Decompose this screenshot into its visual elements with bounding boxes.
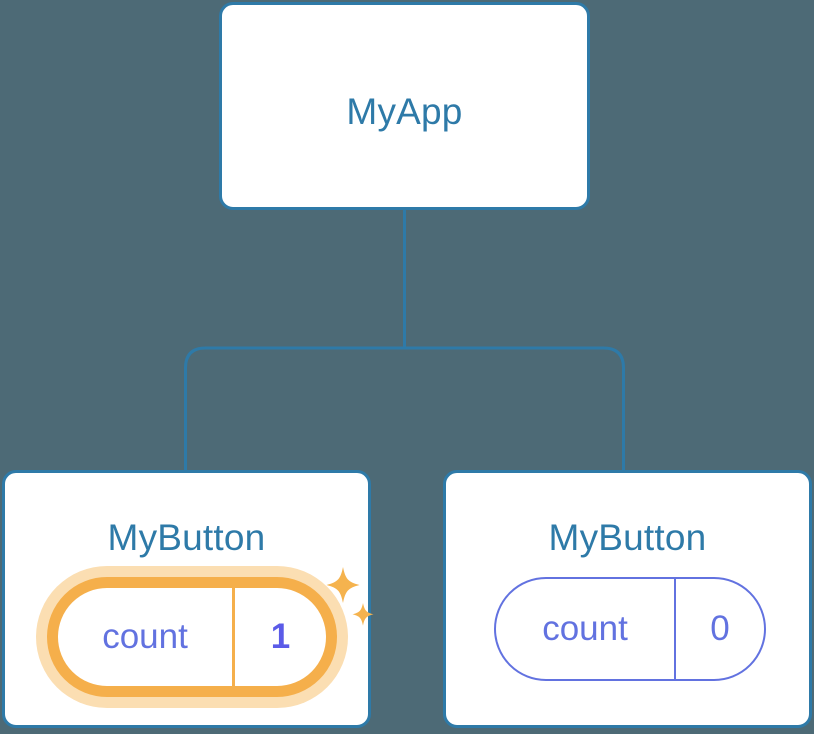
state-pill-wrapper-1: count 0 (494, 577, 766, 681)
state-pill-wrapper-0: count 1 (47, 577, 337, 697)
node-child-mybutton-1[interactable]: MyButton count 0 (443, 470, 812, 728)
node-child-0-title: MyButton (107, 517, 266, 558)
sparkle-small-icon (352, 603, 374, 626)
node-child-mybutton-0[interactable]: MyButton count 1 (2, 470, 374, 728)
state-key-1: count (542, 609, 628, 648)
state-value-0: 1 (232, 588, 326, 686)
node-child-1-title: MyButton (548, 517, 707, 558)
node-root-myapp[interactable]: MyApp (219, 2, 590, 210)
state-pill-1[interactable]: count 0 (494, 577, 766, 681)
state-pill-0[interactable]: count 1 (47, 577, 337, 697)
state-key-0: count (102, 617, 188, 656)
state-value-1: 0 (674, 579, 764, 679)
node-root-title: MyApp (346, 91, 463, 132)
connector-branch-bar (184, 346, 625, 470)
